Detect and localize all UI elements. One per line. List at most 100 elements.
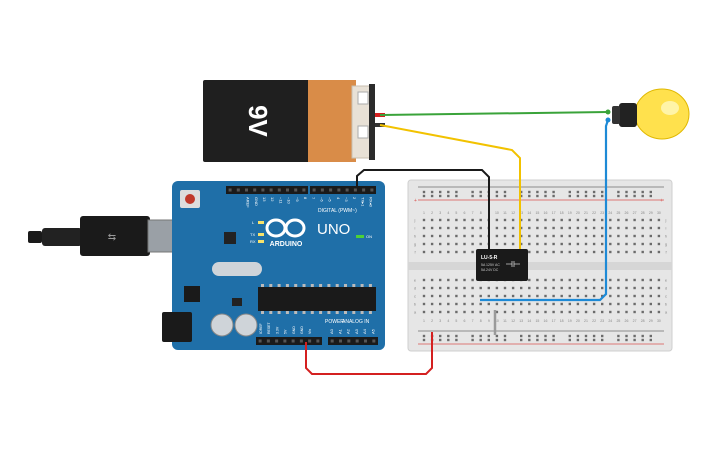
terminal-hole[interactable] — [552, 234, 555, 238]
reset-button[interactable] — [185, 194, 195, 204]
terminal-hole[interactable] — [560, 226, 563, 230]
terminal-hole[interactable] — [471, 278, 474, 282]
rail-hole[interactable] — [430, 190, 434, 194]
rail-hole[interactable] — [568, 338, 571, 342]
terminal-hole[interactable] — [544, 226, 547, 230]
terminal-hole[interactable] — [463, 250, 466, 254]
terminal-hole[interactable] — [544, 234, 547, 238]
rail-hole[interactable] — [544, 338, 547, 342]
header-pin[interactable] — [320, 188, 324, 192]
terminal-hole[interactable] — [576, 310, 580, 314]
terminal-hole[interactable] — [422, 302, 426, 306]
rail-hole[interactable] — [528, 190, 531, 194]
wire-red[interactable] — [305, 332, 433, 375]
terminal-hole[interactable] — [455, 218, 458, 222]
terminal-hole[interactable] — [503, 218, 507, 222]
terminal-hole[interactable] — [584, 218, 588, 222]
header-pin[interactable] — [283, 339, 287, 343]
rail-hole[interactable] — [503, 338, 507, 342]
terminal-hole[interactable] — [520, 310, 523, 314]
rail-hole[interactable] — [439, 190, 442, 194]
terminal-hole[interactable] — [617, 286, 620, 290]
terminal-hole[interactable] — [657, 294, 661, 298]
terminal-hole[interactable] — [625, 302, 628, 306]
rail-hole[interactable] — [592, 190, 596, 194]
terminal-hole[interactable] — [439, 226, 442, 230]
terminal-hole[interactable] — [560, 302, 563, 306]
rail-hole[interactable] — [479, 194, 482, 198]
rail-hole[interactable] — [617, 194, 620, 198]
terminal-hole[interactable] — [552, 286, 555, 290]
terminal-hole[interactable] — [479, 218, 482, 222]
light-bulb[interactable] — [605, 88, 690, 140]
terminal-hole[interactable] — [503, 234, 507, 238]
terminal-hole[interactable] — [657, 310, 661, 314]
terminal-hole[interactable] — [592, 226, 596, 230]
terminal-hole[interactable] — [471, 294, 474, 298]
terminal-hole[interactable] — [584, 226, 588, 230]
rail-hole[interactable] — [552, 338, 555, 342]
terminal-hole[interactable] — [422, 242, 426, 246]
terminal-hole[interactable] — [471, 310, 474, 314]
rail-hole[interactable] — [439, 338, 442, 342]
battery-9v[interactable]: 9V — [203, 80, 385, 162]
rail-hole[interactable] — [536, 338, 539, 342]
terminal-hole[interactable] — [536, 226, 539, 230]
rail-hole[interactable] — [625, 338, 628, 342]
terminal-hole[interactable] — [592, 302, 596, 306]
rail-hole[interactable] — [447, 190, 450, 194]
rail-hole[interactable] — [617, 190, 620, 194]
header-pin[interactable] — [291, 339, 295, 343]
terminal-hole[interactable] — [430, 242, 434, 246]
terminal-hole[interactable] — [487, 310, 490, 314]
terminal-hole[interactable] — [447, 286, 450, 290]
terminal-hole[interactable] — [487, 286, 490, 290]
terminal-hole[interactable] — [560, 286, 563, 290]
terminal-hole[interactable] — [495, 294, 499, 298]
terminal-hole[interactable] — [609, 226, 612, 230]
terminal-hole[interactable] — [544, 218, 547, 222]
rail-hole[interactable] — [641, 334, 644, 338]
terminal-hole[interactable] — [479, 310, 482, 314]
terminal-hole[interactable] — [528, 286, 531, 290]
rail-hole[interactable] — [649, 190, 652, 194]
rail-hole[interactable] — [584, 334, 588, 338]
terminal-hole[interactable] — [625, 242, 628, 246]
breadboard[interactable]: 1122334455667788991010111112121313141415… — [407, 179, 673, 352]
header-pin[interactable] — [345, 188, 349, 192]
terminal-hole[interactable] — [479, 302, 482, 306]
rail-hole[interactable] — [633, 334, 636, 338]
terminal-hole[interactable] — [503, 310, 507, 314]
rail-hole[interactable] — [649, 334, 652, 338]
terminal-hole[interactable] — [576, 302, 580, 306]
terminal-hole[interactable] — [528, 234, 531, 238]
terminal-hole[interactable] — [536, 278, 539, 282]
terminal-hole[interactable] — [625, 278, 628, 282]
terminal-hole[interactable] — [568, 218, 571, 222]
header-pin[interactable] — [329, 188, 333, 192]
terminal-hole[interactable] — [576, 226, 580, 230]
wire-black[interactable] — [356, 169, 490, 249]
terminal-hole[interactable] — [609, 250, 612, 254]
terminal-hole[interactable] — [439, 234, 442, 238]
header-pin[interactable] — [228, 188, 232, 192]
header-pin[interactable] — [253, 188, 257, 192]
rail-hole[interactable] — [455, 338, 458, 342]
terminal-hole[interactable] — [560, 250, 563, 254]
rail-hole[interactable] — [544, 334, 547, 338]
relay-module[interactable]: LU-5-R 5A 125V AC 5A 24V DC — [476, 249, 528, 281]
terminal-hole[interactable] — [649, 302, 652, 306]
terminal-hole[interactable] — [447, 226, 450, 230]
rail-hole[interactable] — [471, 190, 474, 194]
header-pin[interactable] — [339, 339, 342, 343]
terminal-hole[interactable] — [439, 294, 442, 298]
terminal-hole[interactable] — [592, 242, 596, 246]
terminal-hole[interactable] — [617, 226, 620, 230]
terminal-hole[interactable] — [592, 234, 596, 238]
terminal-hole[interactable] — [495, 302, 499, 306]
terminal-hole[interactable] — [617, 242, 620, 246]
terminal-hole[interactable] — [455, 250, 458, 254]
terminal-hole[interactable] — [544, 242, 547, 246]
terminal-hole[interactable] — [649, 250, 652, 254]
terminal-hole[interactable] — [520, 234, 523, 238]
